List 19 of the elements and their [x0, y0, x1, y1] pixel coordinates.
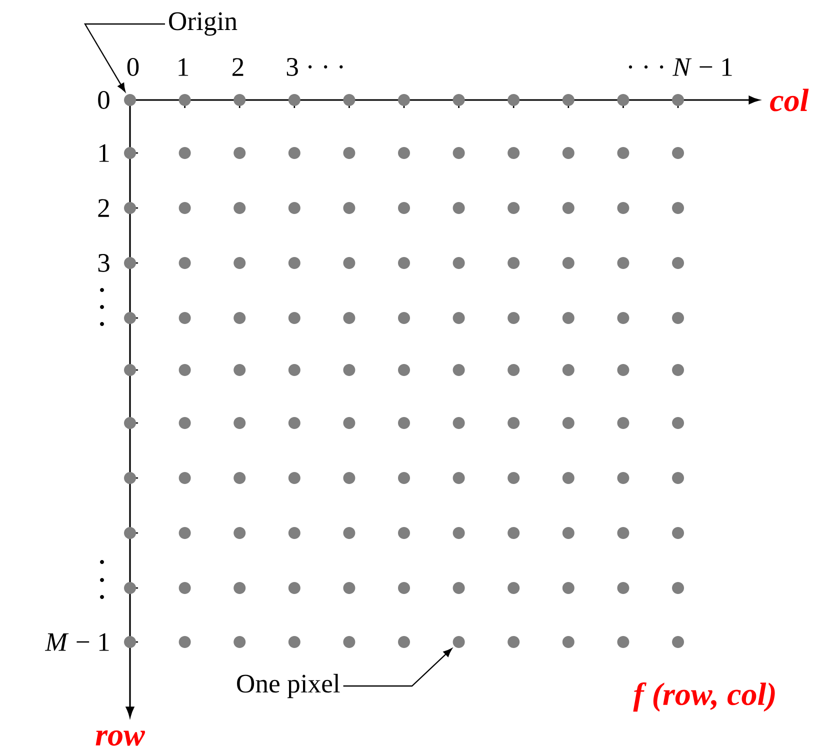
tick-label: 3: [98, 254, 110, 272]
leader-line: [84, 23, 165, 92]
axis-label: col: [770, 88, 809, 112]
tick-label: 1: [99, 144, 109, 162]
axis-label: f (row, col): [633, 682, 775, 712]
pixel-dot: [124, 94, 136, 106]
tick-label: · · · N − 1: [628, 58, 732, 76]
tick-label: 1: [178, 58, 188, 76]
leader-line: [343, 648, 452, 687]
tick-label: 2: [98, 199, 109, 217]
axis-label: row: [96, 730, 145, 746]
tick-label: M − 1: [44, 633, 109, 651]
leader-text: Origin: [169, 12, 238, 36]
tick-label: 0: [98, 91, 110, 109]
tick-label: 0: [127, 58, 139, 76]
tick-label: 3 · · ·: [286, 58, 343, 76]
leader-text: One pixel: [237, 674, 340, 698]
pixel-dot: [452, 636, 465, 648]
tick-label: 2: [232, 58, 244, 76]
